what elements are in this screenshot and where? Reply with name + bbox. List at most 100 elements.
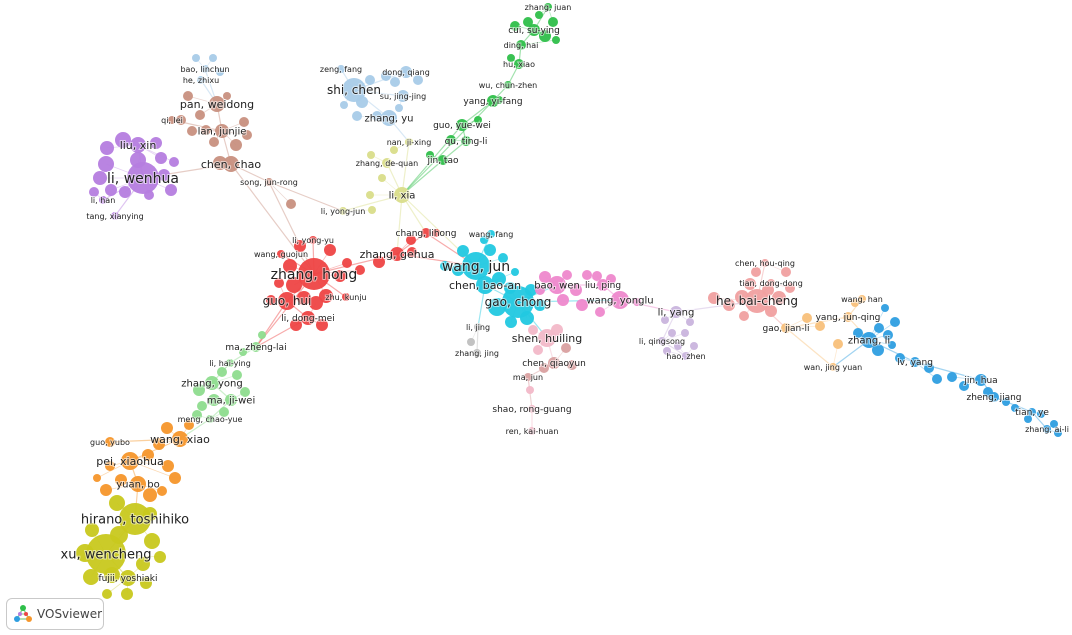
author-node[interactable] xyxy=(552,36,560,44)
author-label[interactable]: chang, lihong xyxy=(395,228,458,240)
author-node[interactable] xyxy=(1043,425,1051,433)
author-node[interactable] xyxy=(169,157,179,167)
author-node[interactable] xyxy=(161,422,173,434)
author-label[interactable]: yuan, bo xyxy=(115,479,161,492)
author-node[interactable] xyxy=(157,486,167,496)
author-label[interactable]: chen, hou-qing xyxy=(734,258,796,269)
author-node[interactable] xyxy=(872,344,884,356)
author-node[interactable] xyxy=(205,376,219,390)
author-label[interactable]: zhang, yong xyxy=(180,378,243,391)
author-node[interactable] xyxy=(342,78,366,102)
author-node[interactable] xyxy=(119,503,151,535)
author-label[interactable]: guo, yubo xyxy=(89,437,131,448)
author-node[interactable] xyxy=(223,156,239,172)
author-node[interactable] xyxy=(881,304,889,312)
author-label[interactable]: hirano, toshihiko xyxy=(80,512,190,529)
author-node[interactable] xyxy=(761,259,769,267)
author-node[interactable] xyxy=(668,329,676,337)
author-node[interactable] xyxy=(682,352,690,360)
author-node[interactable] xyxy=(686,318,694,326)
author-node[interactable] xyxy=(576,299,588,311)
vosviewer-badge[interactable]: VOSviewer xyxy=(6,598,104,630)
author-node[interactable] xyxy=(324,244,336,256)
author-label[interactable]: wang, han xyxy=(840,294,884,305)
author-label[interactable]: bao, linchun xyxy=(179,64,230,75)
author-node[interactable] xyxy=(337,65,345,73)
author-node[interactable] xyxy=(781,323,791,333)
author-node[interactable] xyxy=(225,394,237,406)
author-node[interactable] xyxy=(932,374,942,384)
author-node[interactable] xyxy=(661,316,669,324)
author-label[interactable]: li, yong-yu xyxy=(291,235,335,246)
author-node[interactable] xyxy=(505,316,517,328)
author-node[interactable] xyxy=(674,342,682,350)
author-node[interactable] xyxy=(405,138,413,146)
author-label[interactable]: gao, chong xyxy=(484,294,553,310)
author-node[interactable] xyxy=(511,268,519,276)
author-node[interactable] xyxy=(215,124,229,138)
author-label[interactable]: li, han xyxy=(90,195,117,206)
author-label[interactable]: zhang, juan xyxy=(524,2,573,13)
author-label[interactable]: ren, kai-huan xyxy=(505,426,560,437)
author-node[interactable] xyxy=(223,92,231,100)
author-node[interactable] xyxy=(209,54,217,62)
author-node[interactable] xyxy=(959,381,969,391)
author-label[interactable]: zhang, li xyxy=(847,335,891,348)
author-label[interactable]: li, xia xyxy=(388,190,417,203)
author-node[interactable] xyxy=(382,158,392,168)
author-node[interactable] xyxy=(197,76,205,84)
author-label[interactable]: li, jing xyxy=(465,322,491,333)
author-label[interactable]: zhang, gehua xyxy=(359,247,436,262)
author-label[interactable]: wu, chun-zhen xyxy=(478,80,538,91)
author-node[interactable] xyxy=(102,589,112,599)
author-node[interactable] xyxy=(487,95,499,107)
author-node[interactable] xyxy=(242,130,252,140)
author-node[interactable] xyxy=(400,66,412,78)
author-label[interactable]: he, bai-cheng xyxy=(715,293,799,309)
author-node[interactable] xyxy=(474,323,482,331)
author-label[interactable]: zeng, fang xyxy=(319,64,363,75)
author-node[interactable] xyxy=(947,372,957,382)
author-node[interactable] xyxy=(456,119,468,131)
author-node[interactable] xyxy=(510,21,520,31)
author-node[interactable] xyxy=(829,363,837,371)
author-node[interactable] xyxy=(1037,410,1045,418)
author-node[interactable] xyxy=(309,236,317,244)
author-label[interactable]: ma, jun xyxy=(512,372,544,383)
author-node[interactable] xyxy=(395,104,403,112)
author-label[interactable]: qu, ting-li xyxy=(444,136,489,148)
author-label[interactable]: he, zhixu xyxy=(182,75,220,86)
author-node[interactable] xyxy=(538,329,556,347)
author-node[interactable] xyxy=(535,285,545,295)
author-label[interactable]: song, jun-rong xyxy=(239,177,299,188)
author-label[interactable]: gao, jian-li xyxy=(762,323,811,335)
author-node[interactable] xyxy=(201,125,211,135)
author-node[interactable] xyxy=(85,523,99,537)
author-label[interactable]: wang, fang xyxy=(468,229,515,240)
author-node[interactable] xyxy=(989,392,999,402)
author-node[interactable] xyxy=(975,374,987,386)
author-node[interactable] xyxy=(528,427,536,435)
author-label[interactable]: bao, wen xyxy=(533,280,581,293)
author-node[interactable] xyxy=(484,244,496,256)
author-node[interactable] xyxy=(633,298,641,306)
author-node[interactable] xyxy=(266,295,276,305)
author-label[interactable]: pei, xiaohua xyxy=(95,454,165,469)
author-label[interactable]: wang, xiao xyxy=(149,432,211,447)
author-node[interactable] xyxy=(528,325,538,335)
author-label[interactable]: tian, ye xyxy=(1014,407,1050,419)
author-node[interactable] xyxy=(663,347,671,355)
author-label[interactable]: li, yong-jun xyxy=(320,206,367,217)
author-node[interactable] xyxy=(251,342,261,352)
author-node[interactable] xyxy=(539,363,549,373)
author-node[interactable] xyxy=(183,91,193,101)
author-node[interactable] xyxy=(407,247,417,257)
author-node[interactable] xyxy=(851,299,859,307)
author-node[interactable] xyxy=(176,115,186,125)
author-node[interactable] xyxy=(216,68,224,76)
author-node[interactable] xyxy=(342,258,352,268)
author-node[interactable] xyxy=(597,279,609,291)
author-node[interactable] xyxy=(193,384,205,396)
author-label[interactable]: jin, tao xyxy=(426,155,460,167)
author-node[interactable] xyxy=(373,256,385,268)
